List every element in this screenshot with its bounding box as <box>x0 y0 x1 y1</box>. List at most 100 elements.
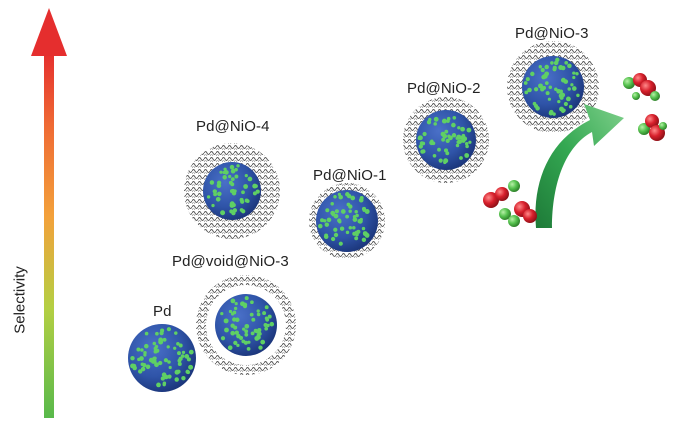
surface-dot <box>245 199 249 203</box>
surface-dot <box>324 233 329 238</box>
surface-dot <box>558 93 564 99</box>
surface-dot <box>352 225 356 230</box>
surface-dot <box>235 317 240 323</box>
surface-dot <box>538 65 542 69</box>
surface-dot <box>357 218 363 224</box>
surface-dot <box>181 376 186 381</box>
surface-dot <box>232 317 237 322</box>
pd-void-nio-3-surface-dots <box>220 296 275 351</box>
molecule-reactant-2 <box>508 180 520 192</box>
surface-dot <box>438 158 443 163</box>
surface-dot <box>565 96 571 102</box>
surface-dot <box>154 362 159 368</box>
surface-dot <box>244 332 249 337</box>
surface-dot <box>249 312 254 317</box>
surface-dot <box>166 345 170 349</box>
label-pd-nio-3: Pd@NiO-3 <box>515 25 589 42</box>
surface-dot <box>361 237 367 242</box>
surface-dot <box>338 194 343 200</box>
surface-dot <box>340 209 346 214</box>
surface-dot <box>130 355 135 361</box>
surface-dot <box>162 337 167 342</box>
surface-dot <box>255 189 260 194</box>
surface-dot <box>228 174 232 179</box>
axis-label-selectivity: Selectivity <box>11 266 29 334</box>
molecule-reactant-1 <box>483 187 509 208</box>
surface-dot <box>571 86 577 91</box>
label-pd: Pd <box>153 303 172 320</box>
surface-dot <box>211 203 215 208</box>
surface-dot <box>243 302 248 307</box>
surface-dot <box>444 129 449 134</box>
surface-dot <box>231 188 235 193</box>
surface-dot <box>560 65 566 71</box>
surface-dot <box>418 144 423 149</box>
surface-dot <box>350 195 356 201</box>
surface-dot <box>186 370 191 375</box>
surface-dot <box>154 344 159 349</box>
surface-dot <box>326 217 332 223</box>
surface-dot <box>264 305 269 310</box>
surface-dot <box>166 327 171 332</box>
surface-dot <box>163 358 168 363</box>
surface-dot <box>570 83 574 87</box>
surface-dot <box>158 360 163 366</box>
surface-dot <box>266 323 270 328</box>
surface-dot <box>330 236 336 242</box>
surface-dot <box>361 226 366 231</box>
surface-dot <box>364 232 370 238</box>
surface-dot <box>320 218 324 223</box>
surface-dot <box>354 236 359 241</box>
surface-dot <box>242 327 246 331</box>
surface-dot <box>451 122 456 128</box>
surface-dot <box>152 341 157 346</box>
surface-dot <box>348 209 352 213</box>
surface-dot <box>213 192 218 197</box>
surface-dot <box>352 217 358 222</box>
surface-dot <box>269 321 275 327</box>
surface-dot <box>140 348 144 352</box>
pd-nio-1-surface-dots <box>318 192 370 246</box>
surface-dot <box>234 174 239 179</box>
surface-dot <box>442 133 448 139</box>
surface-dot <box>464 153 470 158</box>
surface-dot <box>533 87 539 92</box>
pd-nio-3-surface-dots <box>523 57 580 116</box>
surface-dot <box>542 73 548 79</box>
surface-dot <box>155 331 159 336</box>
surface-dot <box>243 184 248 189</box>
surface-dot <box>188 364 194 370</box>
surface-dot <box>144 331 149 336</box>
surface-dot <box>457 139 463 144</box>
surface-dot <box>420 149 425 154</box>
surface-dot <box>318 223 323 229</box>
surface-dot <box>230 330 236 336</box>
surface-dot <box>568 104 573 109</box>
surface-dot <box>254 335 260 341</box>
pd-nio-4-surface-dots <box>206 164 260 216</box>
surface-dot <box>576 93 580 98</box>
surface-dot <box>167 374 172 379</box>
surface-dot <box>267 314 272 319</box>
surface-dot <box>339 226 345 231</box>
surface-dot <box>457 126 461 130</box>
surface-dot <box>354 209 358 214</box>
reactant-molecules <box>483 180 537 227</box>
surface-dot <box>220 311 224 316</box>
selectivity-axis <box>31 8 67 418</box>
molecule-product-2 <box>638 114 667 141</box>
surface-dot <box>227 345 233 351</box>
surface-dot <box>160 376 165 381</box>
surface-dot <box>338 241 343 246</box>
surface-dot <box>174 377 179 382</box>
surface-dot <box>247 340 251 344</box>
surface-dot <box>333 213 339 219</box>
surface-dot <box>548 85 553 90</box>
surface-dot <box>244 329 249 334</box>
surface-dot <box>433 122 437 126</box>
surface-dot <box>552 65 557 70</box>
particle-pd-nio-4 <box>184 143 280 239</box>
surface-dot <box>220 210 226 216</box>
pd-nio-2-surface-dots <box>417 115 472 165</box>
